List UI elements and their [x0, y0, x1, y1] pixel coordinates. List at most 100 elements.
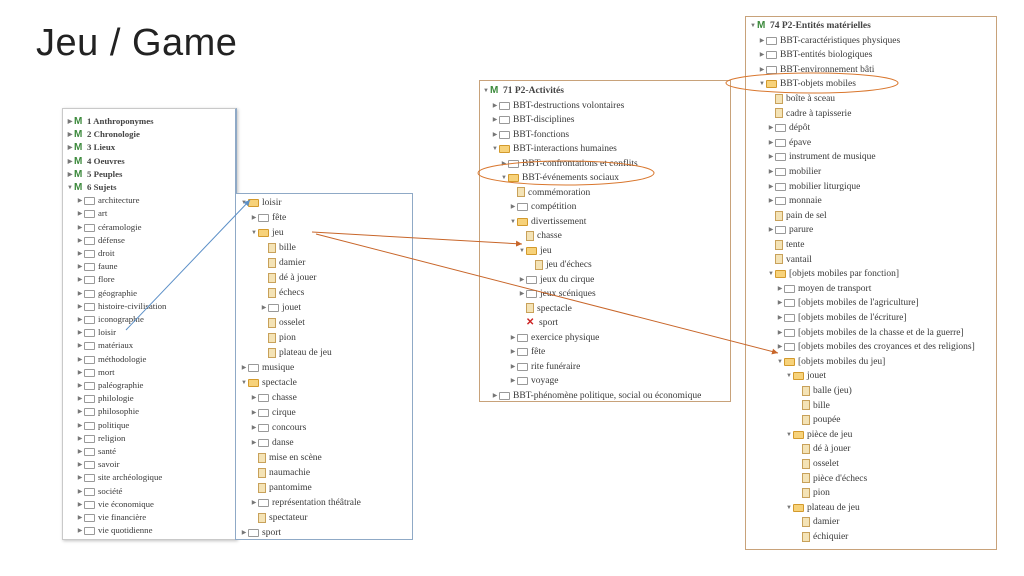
tree-node-spectacle[interactable]: spectacle [518, 302, 572, 316]
collapsed-chevron-icon[interactable]: ▶ [251, 440, 257, 446]
tree-node-pion[interactable]: pion [794, 486, 830, 500]
collapsed-chevron-icon[interactable]: ▶ [777, 285, 783, 292]
collapsed-chevron-icon[interactable]: ▶ [77, 396, 83, 403]
collapsed-chevron-icon[interactable]: ▶ [777, 344, 783, 351]
collapsed-chevron-icon[interactable]: ▶ [492, 392, 498, 399]
tree-node-naumachie[interactable]: naumachie [250, 466, 310, 480]
collapsed-chevron-icon[interactable]: ▶ [777, 315, 783, 321]
tree-node-competition[interactable]: ▶compétition [509, 200, 577, 214]
tree-node-voyage[interactable]: ▶voyage [509, 374, 559, 388]
tree-node-religion[interactable]: ▶religion [76, 431, 126, 445]
collapsed-chevron-icon[interactable]: ▶ [77, 356, 83, 363]
tree-node-politique[interactable]: ▶politique [76, 418, 130, 432]
collapsed-chevron-icon[interactable]: ▶ [501, 160, 507, 167]
expanded-chevron-icon[interactable]: ▼ [492, 146, 498, 152]
expanded-chevron-icon[interactable]: ▼ [241, 200, 247, 206]
collapsed-chevron-icon[interactable]: ▶ [777, 329, 783, 336]
expanded-chevron-icon[interactable]: ▼ [241, 380, 247, 386]
collapsed-chevron-icon[interactable]: ▶ [768, 183, 774, 190]
tree-node-bbt-environnement-bati[interactable]: ▶BBT-environnement bâti [758, 63, 875, 77]
tree-node-sport[interactable]: ✕sport [518, 316, 558, 330]
collapsed-chevron-icon[interactable]: ▶ [510, 378, 516, 384]
tree-node-jouet[interactable]: ▼jouet [785, 369, 826, 383]
tree-node-objets-mobiles-du-jeu[interactable]: ▼[objets mobiles du jeu] [776, 355, 885, 369]
tree-node-faune[interactable]: ▶faune [76, 259, 118, 273]
tree-node-pantomime[interactable]: pantomime [250, 481, 312, 495]
tree-node-philologie[interactable]: ▶philologie [76, 391, 134, 405]
tree-node-architecture[interactable]: ▶architecture [76, 193, 140, 207]
tree-node-objets-mobiles-des-croyances-et-des-religions[interactable]: ▶[objets mobiles des croyances et des re… [776, 340, 975, 354]
collapsed-chevron-icon[interactable]: ▶ [261, 305, 267, 311]
tree-node-epave[interactable]: ▶épave [767, 136, 811, 150]
collapsed-chevron-icon[interactable]: ▶ [510, 204, 516, 210]
collapsed-chevron-icon[interactable]: ▶ [251, 215, 257, 221]
tree-node-musique[interactable]: ▶musique [240, 361, 295, 375]
tree-node-flore[interactable]: ▶flore [76, 272, 115, 286]
tree-node-plateau-de-jeu[interactable]: plateau de jeu [260, 346, 332, 360]
tree-node-depot[interactable]: ▶dépôt [767, 121, 810, 135]
expanded-chevron-icon[interactable]: ▼ [510, 218, 516, 225]
expanded-chevron-icon[interactable]: ▼ [786, 373, 792, 380]
collapsed-chevron-icon[interactable]: ▶ [77, 224, 83, 231]
tree-node-ceramologie[interactable]: ▶céramologie [76, 220, 142, 234]
tree-node-echecs[interactable]: échecs [260, 286, 304, 300]
tree-node-mise-en-scene[interactable]: mise en scène [250, 451, 322, 465]
tree-node-histoire-civilisation[interactable]: ▶histoire-civilisation [76, 299, 167, 313]
tree-node-jeu-d-echecs[interactable]: jeu d'échecs [527, 258, 592, 272]
tree-node-fete[interactable]: ▶fête [509, 345, 546, 359]
tree-node-representation-theatrale[interactable]: ▶représentation théâtrale [250, 496, 361, 510]
tree-node-jeu[interactable]: ▼jeu [250, 226, 284, 240]
tree-node-jouet[interactable]: ▶jouet [260, 301, 301, 315]
tree-node-paleographie[interactable]: ▶paléographie [76, 378, 144, 392]
collapsed-chevron-icon[interactable]: ▶ [251, 410, 257, 416]
tree-node-monnaie[interactable]: ▶monnaie [767, 194, 822, 208]
collapsed-chevron-icon[interactable]: ▶ [77, 475, 83, 482]
collapsed-chevron-icon[interactable]: ▶ [768, 125, 774, 132]
expanded-chevron-icon[interactable]: ▼ [759, 81, 765, 88]
collapsed-chevron-icon[interactable]: ▶ [510, 349, 516, 355]
tree-node-piece-d-echecs[interactable]: pièce d'échecs [794, 472, 867, 486]
collapsed-chevron-icon[interactable]: ▶ [77, 462, 83, 469]
tree-node-materiaux[interactable]: ▶matériaux [76, 338, 133, 352]
tree-node-objets-mobiles-de-la-chasse-et-de-la-guerre[interactable]: ▶[objets mobiles de la chasse et de la g… [776, 326, 964, 340]
collapsed-chevron-icon[interactable]: ▶ [77, 369, 83, 376]
tree-node-bbt-confrontations-et-conflits[interactable]: ▶BBT-confrontations et conflits [500, 157, 638, 171]
collapsed-chevron-icon[interactable]: ▶ [77, 290, 83, 297]
tree-node-mobilier-liturgique[interactable]: ▶mobilier liturgique [767, 180, 861, 194]
tree-node-spectateur[interactable]: spectateur [250, 511, 308, 525]
tree-node-rite-funeraire[interactable]: ▶rite funéraire [509, 360, 581, 374]
collapsed-chevron-icon[interactable]: ▶ [77, 435, 83, 442]
tree-node-piece-de-jeu[interactable]: ▼pièce de jeu [785, 428, 852, 442]
collapsed-chevron-icon[interactable]: ▶ [67, 158, 73, 165]
tree-node-boite-a-sceau[interactable]: boîte à sceau [767, 92, 835, 106]
collapsed-chevron-icon[interactable]: ▶ [519, 276, 525, 283]
tree-node-moyen-de-transport[interactable]: ▶moyen de transport [776, 282, 872, 296]
tree-node-concours[interactable]: ▶concours [250, 421, 307, 435]
tree-node-savoir[interactable]: ▶savoir [76, 457, 120, 471]
collapsed-chevron-icon[interactable]: ▶ [77, 343, 83, 350]
tree-node-bille[interactable]: bille [260, 241, 296, 255]
tree-node-damier[interactable]: damier [794, 515, 839, 529]
collapsed-chevron-icon[interactable]: ▶ [67, 145, 73, 152]
collapsed-chevron-icon[interactable]: ▶ [67, 118, 73, 125]
collapsed-chevron-icon[interactable]: ▶ [77, 198, 83, 205]
collapsed-chevron-icon[interactable]: ▶ [492, 131, 498, 138]
tree-node-bbt-destructions-volontaires[interactable]: ▶BBT-destructions volontaires [491, 99, 625, 113]
collapsed-chevron-icon[interactable]: ▶ [759, 37, 765, 44]
tree-node-echiquier[interactable]: échiquier [794, 530, 848, 544]
expanded-chevron-icon[interactable]: ▼ [786, 504, 792, 511]
tree-node-sante[interactable]: ▶santé [76, 444, 116, 458]
tree-node-objets-mobiles-par-fonction[interactable]: ▼[objets mobiles par fonction] [767, 267, 899, 281]
collapsed-chevron-icon[interactable]: ▶ [251, 425, 257, 431]
tree-node-bbt-disciplines[interactable]: ▶BBT-disciplines [491, 113, 575, 127]
tree-node-chasse[interactable]: chasse [518, 229, 562, 243]
expanded-chevron-icon[interactable]: ▼ [750, 23, 756, 29]
tree-node-tente[interactable]: tente [767, 238, 804, 252]
tree-node-loisir[interactable]: ▼loisir [240, 196, 282, 210]
